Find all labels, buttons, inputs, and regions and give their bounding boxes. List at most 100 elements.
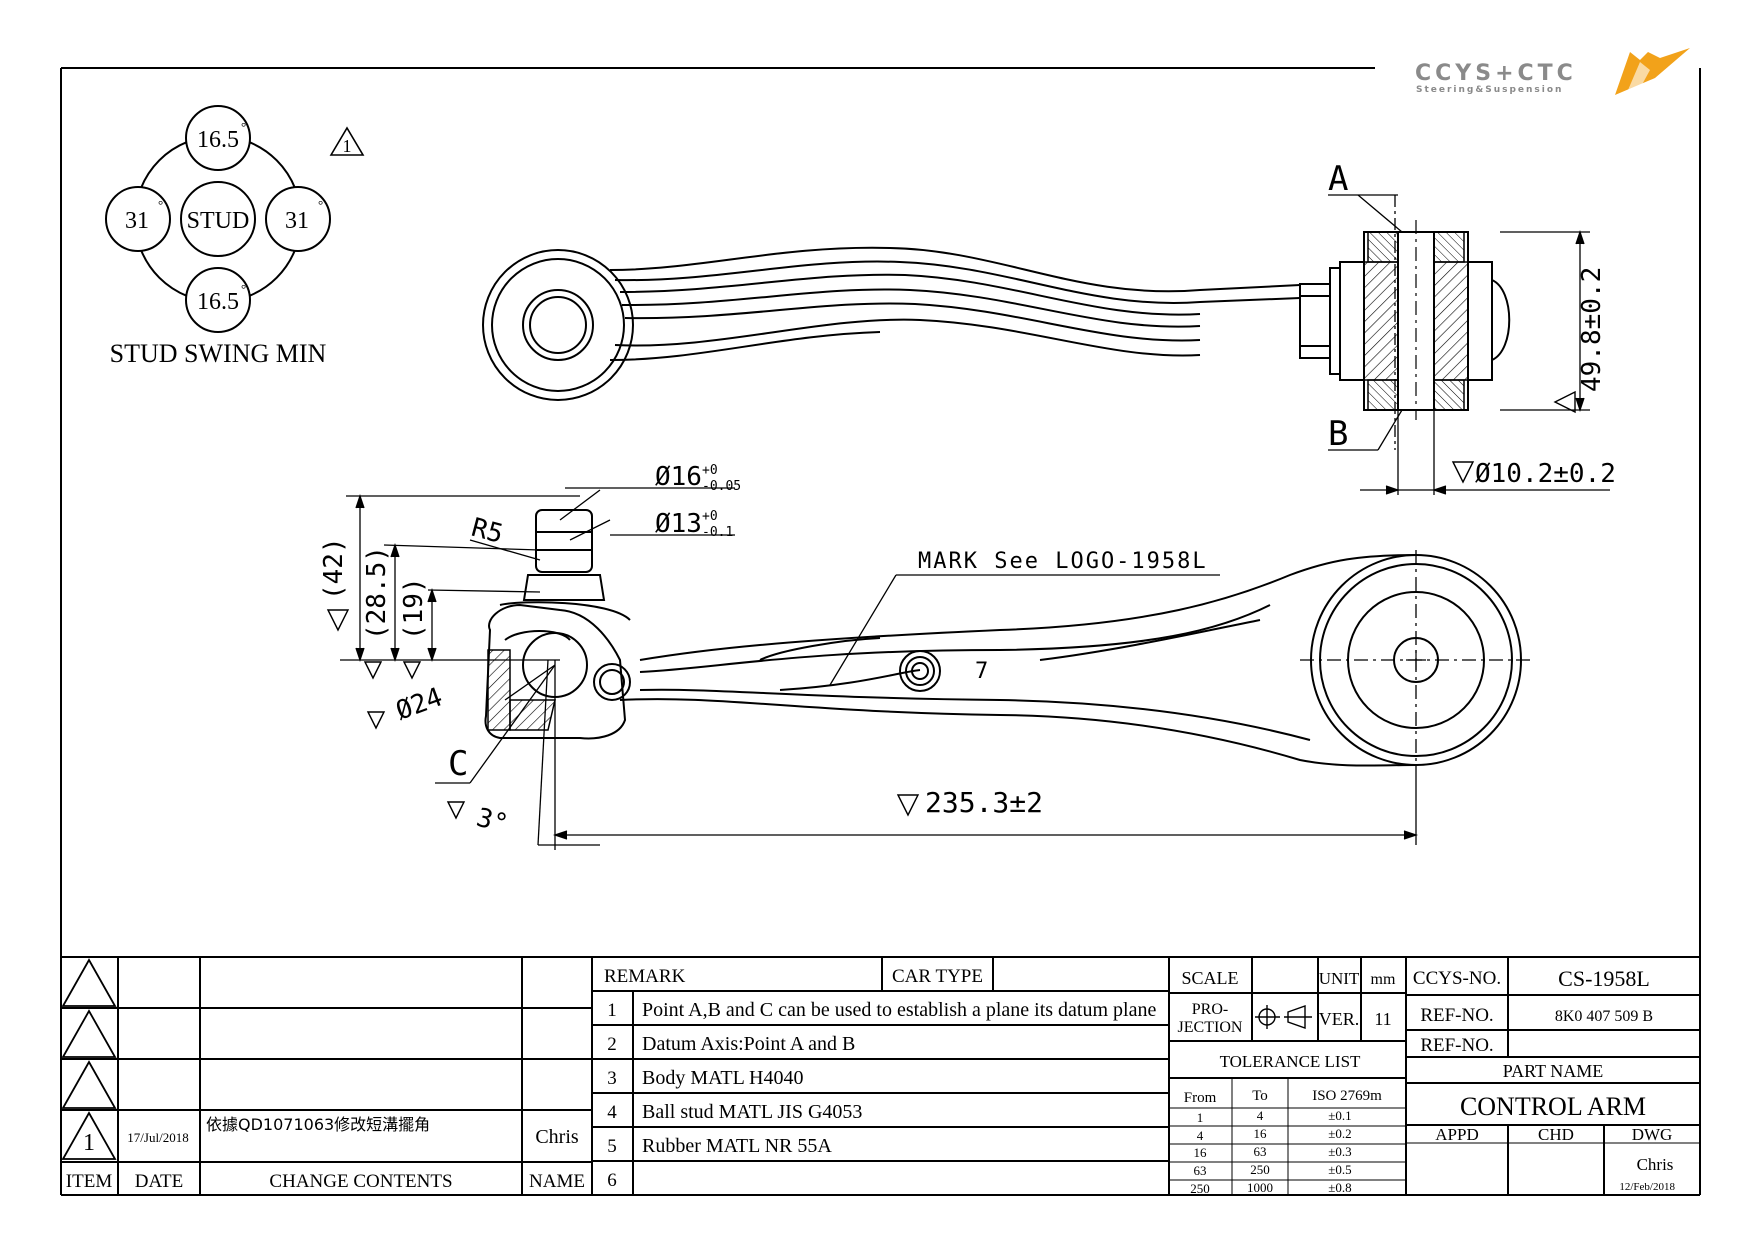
- swing-right-value: 31: [285, 208, 309, 234]
- remark-item-5: Rubber MATL NR 55A: [642, 1135, 832, 1157]
- svg-text:250: 250: [1250, 1162, 1270, 1177]
- part-digit: 7: [975, 659, 988, 684]
- svg-text:1: 1: [1197, 1110, 1204, 1125]
- dim-stud-16: Ø16: [655, 462, 702, 492]
- logo-swoosh-icon: [1615, 48, 1690, 95]
- svg-text:°: °: [158, 197, 163, 212]
- remark-item-1: Point A,B and C can be used to establish…: [642, 999, 1156, 1021]
- svg-text:16: 16: [1254, 1126, 1268, 1141]
- revision-triangle-icon: [61, 1060, 117, 1109]
- label-point-a: A: [1328, 159, 1348, 199]
- svg-text:250: 250: [1190, 1181, 1210, 1196]
- rev-row-name: Chris: [535, 1126, 579, 1148]
- svg-text:16: 16: [1194, 1145, 1208, 1160]
- stud-swing-diagram: [105, 105, 331, 333]
- dim-ball-24: Ø24: [392, 682, 446, 726]
- part-name: CONTROL ARM: [1460, 1092, 1646, 1121]
- logo-brand: CCYS+CTC: [1415, 61, 1577, 86]
- dim-radius-5: R5: [468, 513, 506, 550]
- side-view-arm: [484, 509, 1522, 767]
- top-view-bushing: [1363, 220, 1511, 420]
- svg-text:From: From: [1184, 1090, 1217, 1106]
- svg-text:°: °: [318, 197, 323, 212]
- ref-no: 8K0 407 509 B: [1555, 1008, 1653, 1025]
- ver-label: VER.: [1319, 1009, 1360, 1029]
- svg-text:+0: +0: [702, 509, 718, 524]
- rev-header-content: CHANGE CONTENTS: [269, 1171, 452, 1192]
- svg-text:PRO-: PRO-: [1192, 1001, 1228, 1018]
- ver-value: 11: [1374, 1009, 1391, 1029]
- remark-label: REMARK: [604, 966, 686, 987]
- svg-text:5: 5: [607, 1136, 617, 1157]
- svg-text:°: °: [241, 281, 246, 296]
- unit-value: mm: [1371, 971, 1396, 988]
- unit-label: UNIT: [1319, 969, 1360, 988]
- dim-bore: Ø10.2±0.2: [1475, 459, 1616, 489]
- svg-text:63: 63: [1254, 1144, 1267, 1159]
- svg-text:ISO 2769m: ISO 2769m: [1312, 1088, 1382, 1104]
- rev-row-date: 17/Jul/2018: [127, 1130, 188, 1145]
- logo-tagline: Steering&Suspension: [1416, 85, 1563, 95]
- svg-text:+0: +0: [702, 463, 718, 478]
- ref-no-label-2: REF-NO.: [1420, 1035, 1493, 1056]
- svg-text:4: 4: [1197, 1128, 1204, 1143]
- swing-bottom-value: 16.5: [197, 289, 239, 315]
- rev-row-item: 1: [83, 1130, 95, 1156]
- ccys-no: CS-1958L: [1558, 966, 1650, 991]
- svg-text:3: 3: [607, 1068, 617, 1089]
- label-point-b: B: [1328, 414, 1348, 454]
- mark-note: MARK See LOGO-1958L: [918, 549, 1208, 574]
- scale-label: SCALE: [1181, 968, 1238, 988]
- svg-text:1: 1: [607, 1000, 617, 1021]
- remark-item-2: Datum Axis:Point A and B: [642, 1033, 855, 1055]
- remark-table: REMARK CAR TYPE 1 Point A,B and C can be…: [604, 966, 1156, 1191]
- part-name-label: PART NAME: [1503, 1061, 1603, 1081]
- svg-text:6: 6: [607, 1170, 617, 1191]
- revision-triangle-icon: 1: [329, 126, 365, 156]
- dwg-date: 12/Feb/2018: [1619, 1181, 1675, 1193]
- svg-text:-0.05: -0.05: [702, 479, 741, 494]
- chd-label: CHD: [1538, 1125, 1574, 1144]
- flatness-icon: [1553, 390, 1576, 414]
- swing-top-value: 16.5: [197, 127, 239, 153]
- side-view-dimensions: [340, 487, 1530, 850]
- svg-text:±0.3: ±0.3: [1328, 1144, 1351, 1159]
- scale-unit-block: SCALE UNIT mm PRO- JECTION VER. 11 TOLER…: [1178, 968, 1396, 1196]
- revision-triangle-icon: [61, 1009, 117, 1058]
- svg-text:63: 63: [1194, 1163, 1207, 1178]
- svg-text:°: °: [241, 119, 246, 134]
- ccys-no-label: CCYS-NO.: [1413, 968, 1501, 989]
- dim-angle-3: 3°: [473, 803, 511, 840]
- swing-left-value: 31: [125, 208, 149, 234]
- projection-symbol-icon: [1255, 1005, 1312, 1029]
- svg-text:To: To: [1252, 1088, 1268, 1104]
- revision-triangle-icon: [61, 1111, 117, 1160]
- svg-text:-0.1: -0.1: [702, 525, 733, 540]
- side-view-section: [487, 649, 556, 731]
- svg-text:1: 1: [343, 136, 352, 156]
- car-type-label: CAR TYPE: [892, 966, 983, 987]
- dim-height: 49.8±0.2: [1577, 267, 1607, 392]
- svg-text:±0.2: ±0.2: [1328, 1126, 1351, 1141]
- appd-label: APPD: [1435, 1125, 1478, 1144]
- stud-swing-title: STUD SWING MIN: [110, 339, 327, 368]
- label-point-c: C: [448, 744, 468, 784]
- dim-height-19: (19): [399, 577, 429, 640]
- dim-length-235: 235.3±2: [925, 786, 1043, 819]
- company-logo: CCYS+CTC Steering&Suspension: [1415, 48, 1690, 95]
- remark-item-4: Ball stud MATL JIS G4053: [642, 1101, 862, 1123]
- swing-center-label: STUD: [187, 208, 250, 234]
- flatness-icons-side: [326, 609, 920, 820]
- svg-text:±0.5: ±0.5: [1328, 1162, 1351, 1177]
- rev-header-name: NAME: [529, 1171, 585, 1192]
- rev-row-content: 依據QD1071063修改短溝擺角: [206, 1115, 430, 1134]
- svg-text:4: 4: [1257, 1108, 1264, 1123]
- revision-triangle-icon: [61, 958, 117, 1007]
- svg-text:±0.1: ±0.1: [1328, 1108, 1351, 1123]
- rev-header-date: DATE: [135, 1171, 184, 1192]
- ref-no-label: REF-NO.: [1420, 1005, 1493, 1026]
- revision-table: 1 17/Jul/2018 依據QD1071063修改短溝擺角 Chris IT…: [66, 1115, 585, 1192]
- part-info-block: CCYS-NO. CS-1958L REF-NO. 8K0 407 509 B …: [1413, 966, 1676, 1193]
- title-block-grid: [61, 956, 1700, 1195]
